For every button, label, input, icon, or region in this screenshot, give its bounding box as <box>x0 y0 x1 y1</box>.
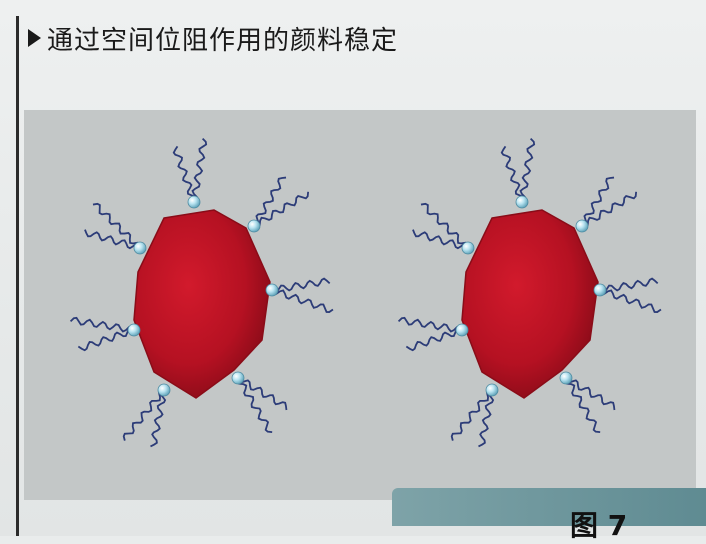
anchor-group <box>128 324 140 336</box>
caption-bar <box>392 488 706 526</box>
polymer-chain <box>599 287 662 314</box>
polymer-chain <box>478 389 495 447</box>
polymer-chain <box>271 287 334 314</box>
polymer-chain <box>191 138 207 202</box>
pigment-body <box>462 210 598 398</box>
anchor-group <box>560 372 572 384</box>
anchor-group <box>158 384 170 396</box>
left-vertical-rule <box>16 16 19 536</box>
polymer-chain <box>235 376 273 434</box>
anchor-group <box>516 196 528 208</box>
title-text: 通过空间位阻作用的颜料稳定 <box>47 20 398 57</box>
anchor-group <box>456 324 468 336</box>
figure-caption: 图 7 <box>570 504 627 544</box>
anchor-group <box>232 372 244 384</box>
diagram-panel <box>24 110 696 500</box>
polymer-chain <box>580 190 638 228</box>
polymer-chain <box>398 317 462 333</box>
anchor-group <box>266 284 278 296</box>
polymer-chain <box>411 229 469 251</box>
polymer-chain <box>519 138 535 202</box>
pigment-particle-left <box>70 138 333 447</box>
steric-stabilization-diagram <box>24 110 696 500</box>
polymer-chain <box>563 376 601 434</box>
pigment-body <box>134 210 270 398</box>
slide-title: 通过空间位阻作用的颜料稳定 <box>28 18 398 58</box>
anchor-group <box>576 220 588 232</box>
polymer-chain <box>121 388 166 442</box>
anchor-group <box>248 220 260 232</box>
polymer-chain <box>150 389 167 447</box>
polymer-chain <box>449 388 494 442</box>
polymer-chain <box>70 317 134 333</box>
pigment-particle-right <box>398 138 661 447</box>
anchor-group <box>188 196 200 208</box>
triangle-bullet-icon <box>28 29 41 47</box>
anchor-group <box>462 242 474 254</box>
anchor-group <box>594 284 606 296</box>
polymer-chain <box>83 229 141 251</box>
anchor-group <box>134 242 146 254</box>
polymer-chain <box>252 190 310 228</box>
anchor-group <box>486 384 498 396</box>
